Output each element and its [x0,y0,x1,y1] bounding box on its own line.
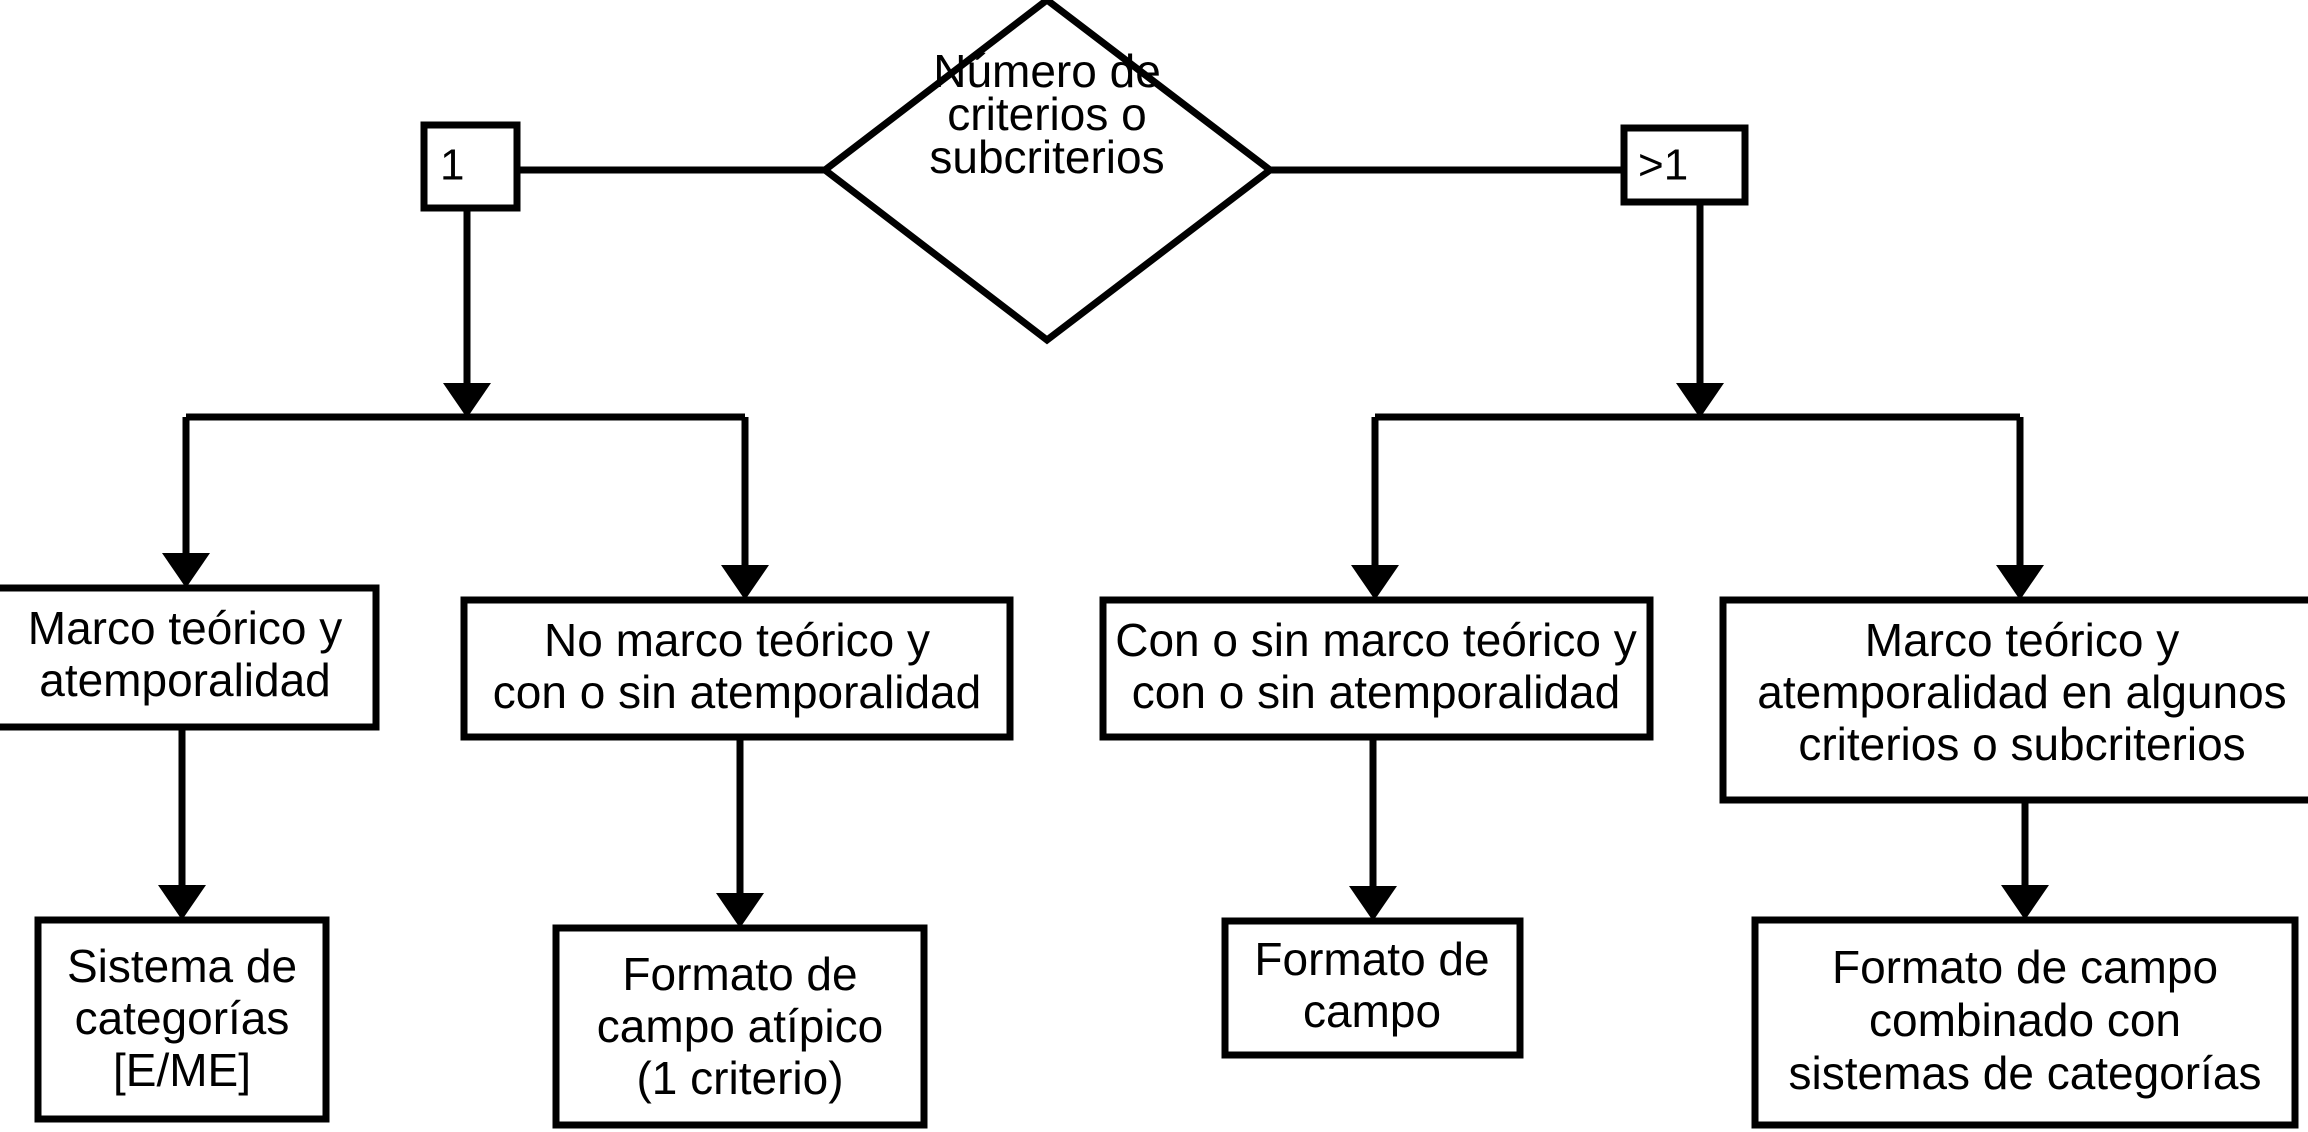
arrow-head-to-sistema-categorias [158,885,206,920]
node-no-marco-teorico-line-2: con o sin atemporalidad [493,666,981,718]
arrow-head-right-split [1676,383,1724,418]
branch-label-box-mayor-uno[interactable] [1620,124,1749,206]
node-formato-campo-atipico-line-1: Formato de [622,948,857,1000]
node-box-marco-teorico-algunos[interactable] [1719,596,2308,804]
node-sistema-categorias-line-1: Sistema de [67,940,297,992]
node-box-formato-campo-combinado[interactable] [1751,916,2299,1129]
node-sistema-categorias-line-3: [E/ME] [113,1044,251,1096]
arrow-head-to-marco-teorico-atemporalidad [162,553,210,588]
arrow-head-to-marco-teorico-algunos [1996,565,2044,600]
arrow-head-left-split [443,383,491,418]
node-formato-campo-combinado-line-1: Formato de campo [1832,941,2218,993]
node-formato-campo-combinado-line-2: combinado con [1869,994,2181,1046]
node-no-marco-teorico-line-1: No marco teórico y [544,614,930,666]
decision-line-2: criterios o [947,88,1146,140]
decision-diamond-numero-criterios[interactable] [819,0,1276,345]
arrow-head-to-formato-campo-atipico [716,893,764,928]
node-con-o-sin-marco-teorico-line-1: Con o sin marco teórico y [1115,614,1637,666]
node-formato-campo-atipico-line-2: campo atípico [597,1000,883,1052]
node-sistema-categorias-line-2: categorías [75,992,290,1044]
arrow-head-to-formato-campo-combinado [2001,885,2049,920]
node-box-con-o-sin-marco-teorico[interactable] [1099,596,1654,741]
node-formato-campo-atipico-line-3: (1 criterio) [636,1052,843,1104]
node-box-no-marco-teorico[interactable] [460,596,1014,741]
node-box-formato-campo-atipico[interactable] [552,924,928,1129]
node-box-marco-teorico-atemporalidad[interactable] [0,584,380,731]
node-con-o-sin-marco-teorico-line-2: con o sin atemporalidad [1132,666,1620,718]
arrow-head-to-con-o-sin-marco-teorico [1351,565,1399,600]
node-formato-campo-combinado-line-3: sistemas de categorías [1788,1047,2261,1099]
branch-label-mayor-uno: >1 [1638,141,1688,190]
node-marco-teorico-algunos-line-1: Marco teórico y [1865,614,2179,666]
decision-line-1: Número de [933,45,1161,97]
node-formato-campo-line-2: campo [1303,985,1441,1037]
node-box-sistema-categorias[interactable] [34,916,330,1123]
branch-label-uno: 1 [440,141,464,190]
arrow-head-to-formato-campo [1349,886,1397,921]
node-marco-teorico-algunos-line-3: criterios o subcriterios [1798,718,2245,770]
decision-line-3: subcriterios [929,131,1164,183]
node-marco-teorico-algunos-line-2: atemporalidad en algunos [1757,666,2286,718]
arrow-head-to-no-marco-teorico [721,565,769,600]
node-marco-teorico-atemporalidad-line-2: atemporalidad [39,654,331,706]
node-formato-campo-line-1: Formato de [1254,933,1489,985]
node-marco-teorico-atemporalidad-line-1: Marco teórico y [28,602,342,654]
node-box-formato-campo[interactable] [1221,917,1524,1059]
branch-label-box-uno[interactable] [420,121,521,212]
